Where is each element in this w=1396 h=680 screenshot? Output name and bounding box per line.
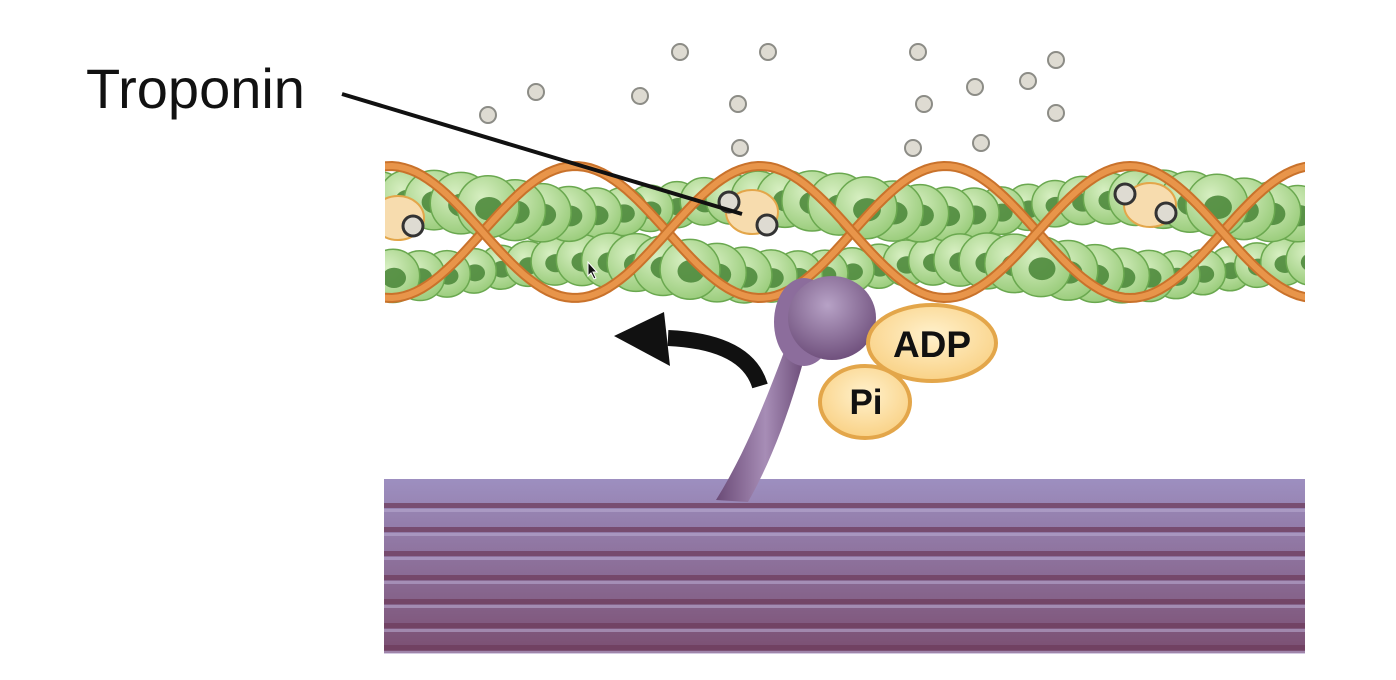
calcium-ion [671, 43, 689, 61]
myosin-neck [716, 352, 806, 502]
thick-filament-highlight [384, 629, 1305, 632]
thick-filament-stripe [384, 503, 1305, 508]
actin-bead [1285, 235, 1305, 286]
pi-label: Pi [849, 383, 882, 422]
calcium-ion [904, 139, 922, 157]
thick-filament-stripe [384, 527, 1305, 532]
calcium-ion [1154, 201, 1178, 225]
thick-filament-stripe [384, 645, 1305, 650]
calcium-ion [729, 95, 747, 113]
thick-filament-highlight [384, 651, 1305, 654]
tropomyosin-strand [385, 162, 1305, 302]
thick-filament-stripe [384, 599, 1305, 604]
actin-core [1028, 257, 1056, 281]
actin-monomer [1285, 235, 1305, 286]
troponin-label: Troponin [86, 57, 305, 120]
thick-filament-highlight [384, 605, 1305, 608]
calcium-ion [401, 214, 425, 238]
calcium-ion [631, 87, 649, 105]
calcium-ion [731, 139, 749, 157]
thick-filament-highlight [384, 533, 1305, 536]
calcium-ion [759, 43, 777, 61]
calcium-ion [966, 78, 984, 96]
calcium-ions [401, 43, 1178, 238]
actin-core [1300, 254, 1305, 270]
thick-filament-highlight [384, 581, 1305, 584]
calcium-ion [479, 106, 497, 124]
adp-molecule: ADP [866, 303, 998, 383]
mouse-cursor-icon [587, 260, 599, 280]
calcium-ion [1113, 182, 1137, 206]
actin-monomer [659, 238, 721, 300]
tropomyosin-strands [385, 160, 1305, 304]
thick-filament [384, 479, 1305, 654]
pi-molecule: Pi [818, 364, 912, 440]
calcium-ion [972, 134, 990, 152]
actin-core [385, 267, 407, 289]
calcium-ion [755, 213, 779, 237]
myosin-head [774, 276, 876, 366]
adp-label: ADP [893, 324, 971, 365]
troponin-leader-line [341, 92, 743, 216]
thick-filament-stripe [384, 551, 1305, 556]
tropomyosin-strand [385, 162, 1305, 302]
calcium-ion [527, 83, 545, 101]
thick-filament-highlight [384, 557, 1305, 560]
calcium-ion [1047, 104, 1065, 122]
calcium-ion [909, 43, 927, 61]
calcium-ion [915, 95, 933, 113]
thick-filament-stripe [384, 623, 1305, 628]
calcium-ion [1019, 72, 1037, 90]
thick-filament-stripe [384, 575, 1305, 580]
calcium-ion [1047, 51, 1065, 69]
curved-arrow-icon [614, 312, 768, 389]
thick-filament-highlight [384, 509, 1305, 512]
